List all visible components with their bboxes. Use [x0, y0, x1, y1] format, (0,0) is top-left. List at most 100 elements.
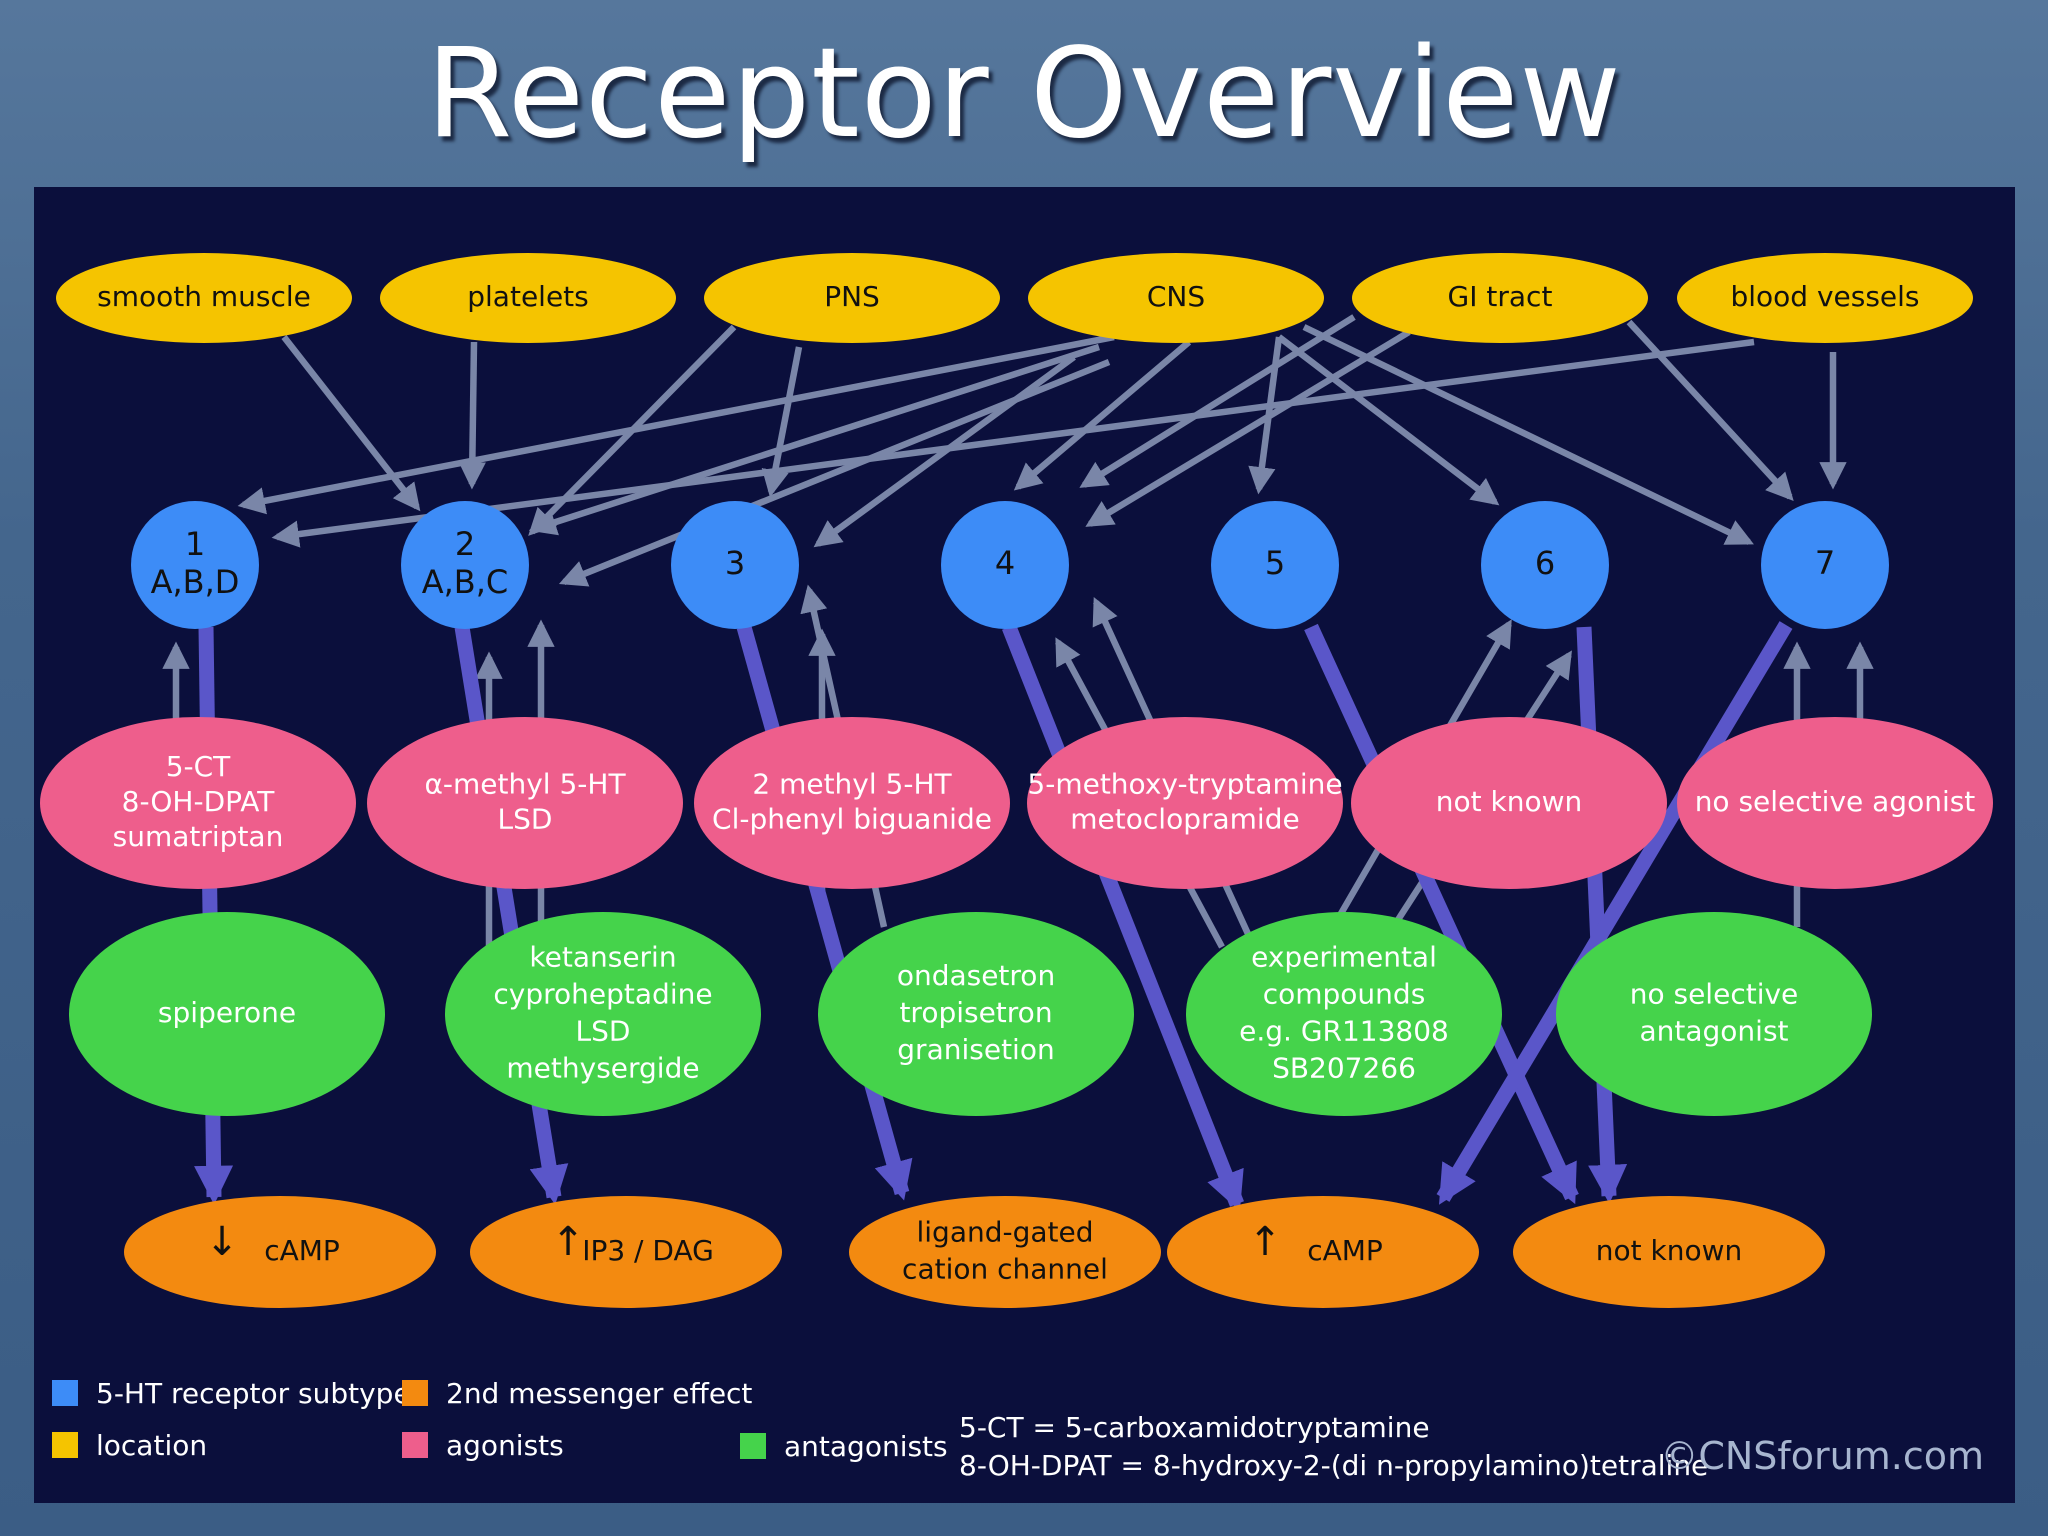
- subtype-6-line-1: 6: [1535, 544, 1555, 582]
- agonist-ellipse: [367, 717, 683, 889]
- effect-ellipse: [1513, 1196, 1825, 1308]
- location-smooth-muscle: smooth muscle: [56, 253, 352, 343]
- effect-ellipse: [124, 1196, 436, 1308]
- credit-text: ©CNSforum.com: [1660, 1434, 1984, 1478]
- abbreviation-5ct: 5-CT = 5-carboxamidotryptamine: [959, 1411, 1430, 1444]
- slide-title: Receptor Overview: [426, 22, 1622, 166]
- antagonist-4-line-4: SB207266: [1272, 1052, 1416, 1085]
- legend-agonists: agonists: [402, 1429, 564, 1462]
- antagonist-2-line-3: LSD: [576, 1015, 631, 1048]
- signal-arrow-6: [1576, 626, 1628, 1204]
- location-arrow-11: [1277, 334, 1500, 506]
- location-arrow-14: [1085, 329, 1411, 527]
- legend-antagonists: antagonists: [740, 1430, 948, 1463]
- subtype-circle: [131, 501, 259, 629]
- agonist-5-line-1: not known: [1436, 785, 1583, 818]
- location-ellipse: [56, 253, 352, 343]
- subtype-4-line-1: 4: [995, 544, 1015, 582]
- antagonist-4-line-3: e.g. GR113808: [1239, 1015, 1449, 1048]
- location-arrow-8: [558, 358, 1111, 587]
- effect-5: not known: [1513, 1196, 1825, 1308]
- antagonist-4-line-2: compounds: [1263, 978, 1426, 1011]
- legend-location: location: [52, 1429, 207, 1462]
- signal-arrow-7: [1436, 621, 1793, 1205]
- location-gi-tract: GI tract: [1352, 253, 1648, 343]
- legend-swatch: [52, 1380, 78, 1406]
- agonist-ellipse: [40, 717, 356, 889]
- signal-arrow-3: [736, 624, 913, 1201]
- subtype-circle: [1761, 501, 1889, 629]
- location-platelets: platelets: [380, 253, 676, 343]
- effect-direction-icon: ↑: [1248, 1219, 1282, 1265]
- antagonist-3-line-1: ondasetron: [897, 959, 1055, 992]
- agonist-6-line-1: no selective agonist: [1695, 785, 1976, 818]
- agonist-2-line-1: α-methyl 5-HT: [424, 768, 626, 801]
- subtype-3: 3: [671, 501, 799, 629]
- antagonist-4-line-1: experimental: [1251, 941, 1437, 974]
- legend-label: 2nd messenger effect: [446, 1377, 752, 1410]
- location-ellipse: [380, 253, 676, 343]
- effect-ellipse: [1167, 1196, 1479, 1308]
- subtype-1-line-2: A,B,D: [151, 563, 240, 601]
- location-cns: CNS: [1028, 253, 1324, 343]
- effect-ellipse: [470, 1196, 782, 1308]
- signal-arrow-4: [1002, 624, 1244, 1212]
- location-ellipse: [1677, 253, 1973, 343]
- effect-2-line-1: IP3 / DAG: [582, 1234, 714, 1267]
- antagonist-2-line-2: cyproheptadine: [493, 978, 712, 1011]
- agonist-3-line-2: Cl-phenyl biguanide: [712, 803, 992, 836]
- location-arrow-13: [1079, 314, 1356, 488]
- abbreviation-8ohdpat: 8-OH-DPAT = 8-hydroxy-2-(di n-propylamin…: [959, 1449, 1708, 1482]
- effect-1: ↓cAMP: [124, 1196, 436, 1308]
- agonist-1-line-3: sumatriptan: [113, 820, 284, 853]
- location-ellipse: [704, 253, 1000, 343]
- agonist-5: not known: [1351, 717, 1667, 889]
- location-blood-vessels-line-1: blood vessels: [1730, 280, 1919, 313]
- agonist-4-line-2: metoclopramide: [1070, 803, 1299, 836]
- agonist-ellipse: [1027, 717, 1343, 889]
- location-arrow-16: [1626, 319, 1794, 502]
- location-platelets-line-1: platelets: [467, 280, 589, 313]
- effect-ellipse: [849, 1196, 1161, 1308]
- antagonist-2-line-1: ketanserin: [529, 941, 676, 974]
- legend-effect: 2nd messenger effect: [402, 1377, 752, 1410]
- antagonist-2-line-4: methysergide: [506, 1052, 699, 1085]
- effect-4: ↑cAMP: [1167, 1196, 1479, 1308]
- location-ellipse: [1352, 253, 1648, 343]
- agonist-1-line-1: 5-CT: [166, 750, 231, 783]
- location-arrow-6: [528, 343, 1100, 536]
- location-gi-tract-line-1: GI tract: [1448, 280, 1553, 313]
- legend-swatch: [402, 1380, 428, 1406]
- antagonist-ellipse: [445, 912, 761, 1116]
- subtype-circle: [1481, 501, 1609, 629]
- antagonist-ellipse: [69, 912, 385, 1116]
- subtype-5: 5: [1211, 501, 1339, 629]
- legend-swatch: [402, 1432, 428, 1458]
- effect-1-line-1: cAMP: [264, 1234, 340, 1267]
- agonist-ellipse: [1351, 717, 1667, 889]
- location-cns-line-1: CNS: [1147, 280, 1205, 313]
- antagonist-1: spiperone: [69, 912, 385, 1116]
- effect-3-line-1: ligand-gated: [916, 1216, 1093, 1249]
- legend-swatch: [52, 1432, 78, 1458]
- antagonist-ellipse: [1556, 912, 1872, 1116]
- subtype-circle: [671, 501, 799, 629]
- agonist-2-line-2: LSD: [498, 803, 553, 836]
- legend-label: location: [96, 1429, 207, 1462]
- subtype-7-line-1: 7: [1815, 544, 1835, 582]
- agonist-4-line-1: 5-methoxy-tryptamine: [1027, 768, 1342, 801]
- subtype-circle: [941, 501, 1069, 629]
- subtype-circle: [1211, 501, 1339, 629]
- location-arrow-15: [271, 338, 1755, 548]
- antagonist-4: experimental compounds e.g. GR113808SB2072…: [1186, 912, 1502, 1116]
- effect-direction-icon: ↑: [551, 1219, 585, 1265]
- antagonist-ellipse: [818, 912, 1134, 1116]
- antagonist-3-line-2: tropisetron: [899, 996, 1052, 1029]
